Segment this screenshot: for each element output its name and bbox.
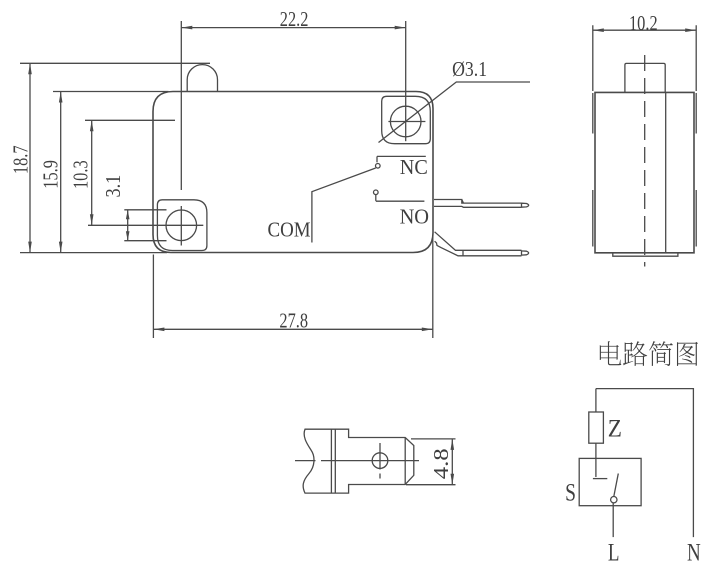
svg-text:3.1: 3.1 [102, 175, 125, 198]
svg-text:NC: NC [400, 154, 428, 179]
svg-text:N: N [687, 538, 701, 566]
svg-text:22.2: 22.2 [280, 8, 309, 31]
svg-text:NO: NO [400, 204, 429, 229]
svg-text:Ø3.1: Ø3.1 [452, 59, 487, 82]
svg-text:S: S [565, 478, 576, 506]
svg-text:L: L [608, 538, 620, 566]
svg-text:4.8: 4.8 [430, 448, 453, 479]
svg-text:27.8: 27.8 [279, 310, 308, 333]
svg-text:Z: Z [608, 415, 622, 443]
svg-text:15.9: 15.9 [40, 160, 63, 189]
svg-text:18.7: 18.7 [10, 145, 33, 174]
svg-text:COM: COM [267, 218, 310, 241]
svg-text:10.2: 10.2 [629, 12, 658, 35]
svg-text:10.3: 10.3 [70, 160, 93, 189]
